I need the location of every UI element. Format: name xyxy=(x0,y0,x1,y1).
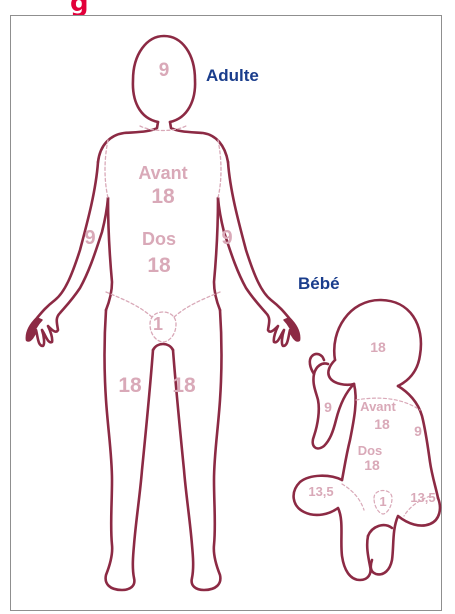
adult-left-arm-value: 9 xyxy=(84,227,95,249)
adult-front-label: Avant xyxy=(138,163,187,183)
baby-front-value: 18 xyxy=(374,416,390,432)
baby-right-leg-value: 13,5 xyxy=(410,490,435,505)
adult-figure xyxy=(27,36,299,590)
adult-head-value: 9 xyxy=(159,60,170,81)
baby-body-outline xyxy=(398,386,438,498)
baby-front-label: Avant xyxy=(360,399,396,414)
adult-left-hand-fill xyxy=(27,318,42,340)
baby-heading: Bébé xyxy=(298,274,340,294)
baby-leg-boundary-left xyxy=(342,484,364,510)
baby-right-leg-outline xyxy=(371,498,440,574)
adult-back-label: Dos xyxy=(142,229,176,249)
adult-heading: Adulte xyxy=(206,66,259,86)
baby-arm-outline xyxy=(313,363,354,448)
adult-right-arm-value: 9 xyxy=(221,227,232,249)
baby-back-label: Dos xyxy=(358,443,383,458)
adult-right-leg-outline xyxy=(173,310,222,590)
adult-right-leg-value: 18 xyxy=(172,374,196,397)
baby-genital-value: 1 xyxy=(379,494,386,509)
baby-crotch-outline xyxy=(368,525,392,536)
adult-left-leg-value: 18 xyxy=(118,374,142,397)
baby-back-value: 18 xyxy=(364,457,380,473)
adult-front-value: 18 xyxy=(151,185,175,208)
adult-crotch-outline xyxy=(153,344,173,350)
adult-genital-value: 1 xyxy=(153,314,163,334)
adult-back-value: 18 xyxy=(147,254,171,277)
baby-figure xyxy=(294,300,440,580)
baby-right-arm-value: 9 xyxy=(414,423,422,439)
adult-right-hand-fill xyxy=(284,318,299,340)
baby-face-outline xyxy=(328,360,354,385)
adult-left-armpit-boundary xyxy=(105,140,108,198)
adult-right-armpit-boundary xyxy=(218,140,221,198)
baby-left-leg-value: 13,5 xyxy=(308,484,333,499)
baby-arm-value: 9 xyxy=(324,399,332,415)
adult-left-leg-outline xyxy=(105,310,154,590)
baby-head-value: 18 xyxy=(370,339,386,355)
